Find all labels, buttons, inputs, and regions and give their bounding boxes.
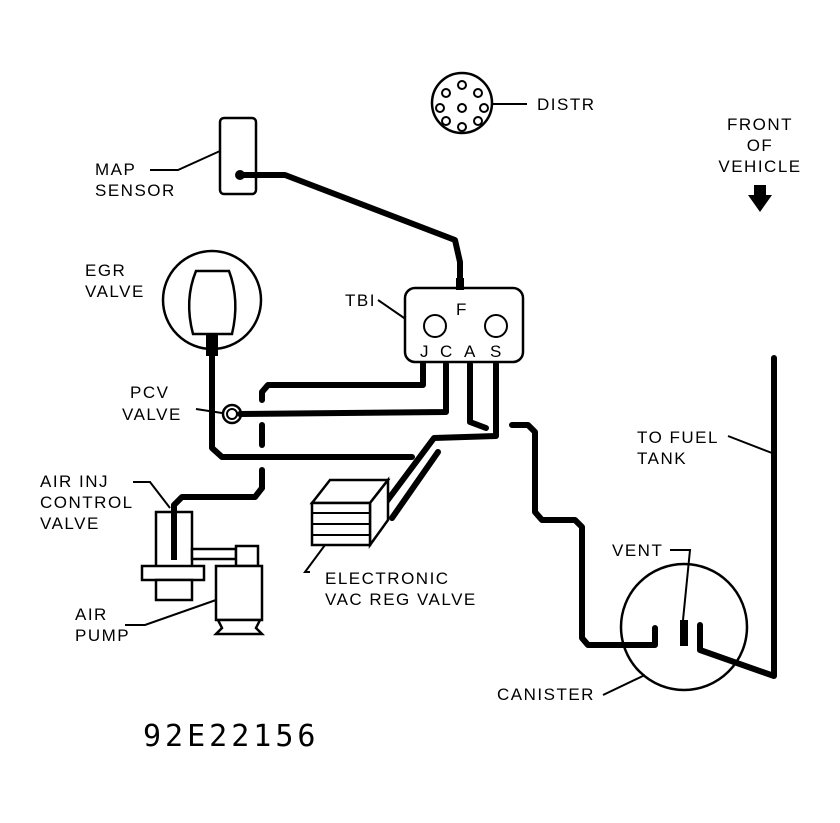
canister-label: CANISTER xyxy=(497,685,595,704)
hose-evrv-second xyxy=(389,449,441,521)
canister xyxy=(619,562,749,692)
hose-to-fuel-tank xyxy=(697,355,777,679)
to-fuel-tank-label-line1: TO FUEL xyxy=(637,428,719,447)
map-sensor-leader xyxy=(150,150,221,171)
tbi-port-j: J xyxy=(420,342,430,361)
air-inj-label-line1: AIR INJ xyxy=(40,472,109,491)
air-pump xyxy=(212,544,266,636)
electronic-vac-reg-valve xyxy=(309,476,391,549)
hose-tbi-a xyxy=(467,361,489,431)
map-sensor xyxy=(218,116,258,196)
hose-tbi-to-canister xyxy=(509,422,658,648)
to-fuel-tank-label-line2: TANK xyxy=(637,449,687,468)
distributor xyxy=(430,71,527,135)
air-pump-label-line1: AIR xyxy=(75,605,108,624)
hose-tbi-s-to-evrv xyxy=(381,361,499,508)
tbi-port-a: A xyxy=(464,342,477,361)
front-of-vehicle-label-line3: VEHICLE xyxy=(718,157,801,176)
evrv-label-line2: VAC REG VALVE xyxy=(325,590,477,609)
figure-id: 92E22156 xyxy=(143,719,320,754)
tbi-port-f: F xyxy=(456,300,468,319)
hose-tbi-j xyxy=(259,361,426,403)
air-inj-label-line3: VALVE xyxy=(40,514,100,533)
map-sensor-label-line2: SENSOR xyxy=(95,181,176,200)
vent-label: VENT xyxy=(612,541,663,560)
air-pump-label-line2: PUMP xyxy=(75,626,130,645)
air-inj-control-valve xyxy=(140,510,238,602)
hose-map-to-tbi xyxy=(237,172,463,291)
tbi-port-s: S xyxy=(490,342,503,361)
hose-tbi-c-to-pcv xyxy=(237,361,449,417)
hose-egr xyxy=(209,353,415,460)
tbi-label: TBI xyxy=(345,291,376,310)
evrv-label-line1: ELECTRONIC xyxy=(325,569,450,588)
tbi-unit xyxy=(403,278,525,364)
air-inj-label-line2: CONTROL xyxy=(40,493,134,512)
front-of-vehicle-label-line1: FRONT xyxy=(727,115,793,134)
pcv-valve-label-line1: PCV xyxy=(130,383,169,402)
egr-valve-label-line2: VALVE xyxy=(85,282,145,301)
canister-vent-port xyxy=(680,620,688,646)
front-of-vehicle-label-line2: OF xyxy=(747,136,774,155)
map-sensor-label-line1: MAP xyxy=(95,160,136,179)
egr-valve-label-line1: EGR xyxy=(85,261,126,280)
distr-label: DISTR xyxy=(537,95,596,114)
egr-valve xyxy=(161,249,263,356)
pcv-valve-label-line2: VALVE xyxy=(122,405,182,424)
front-arrow-icon xyxy=(748,185,772,212)
tbi-port-c: C xyxy=(440,342,454,361)
